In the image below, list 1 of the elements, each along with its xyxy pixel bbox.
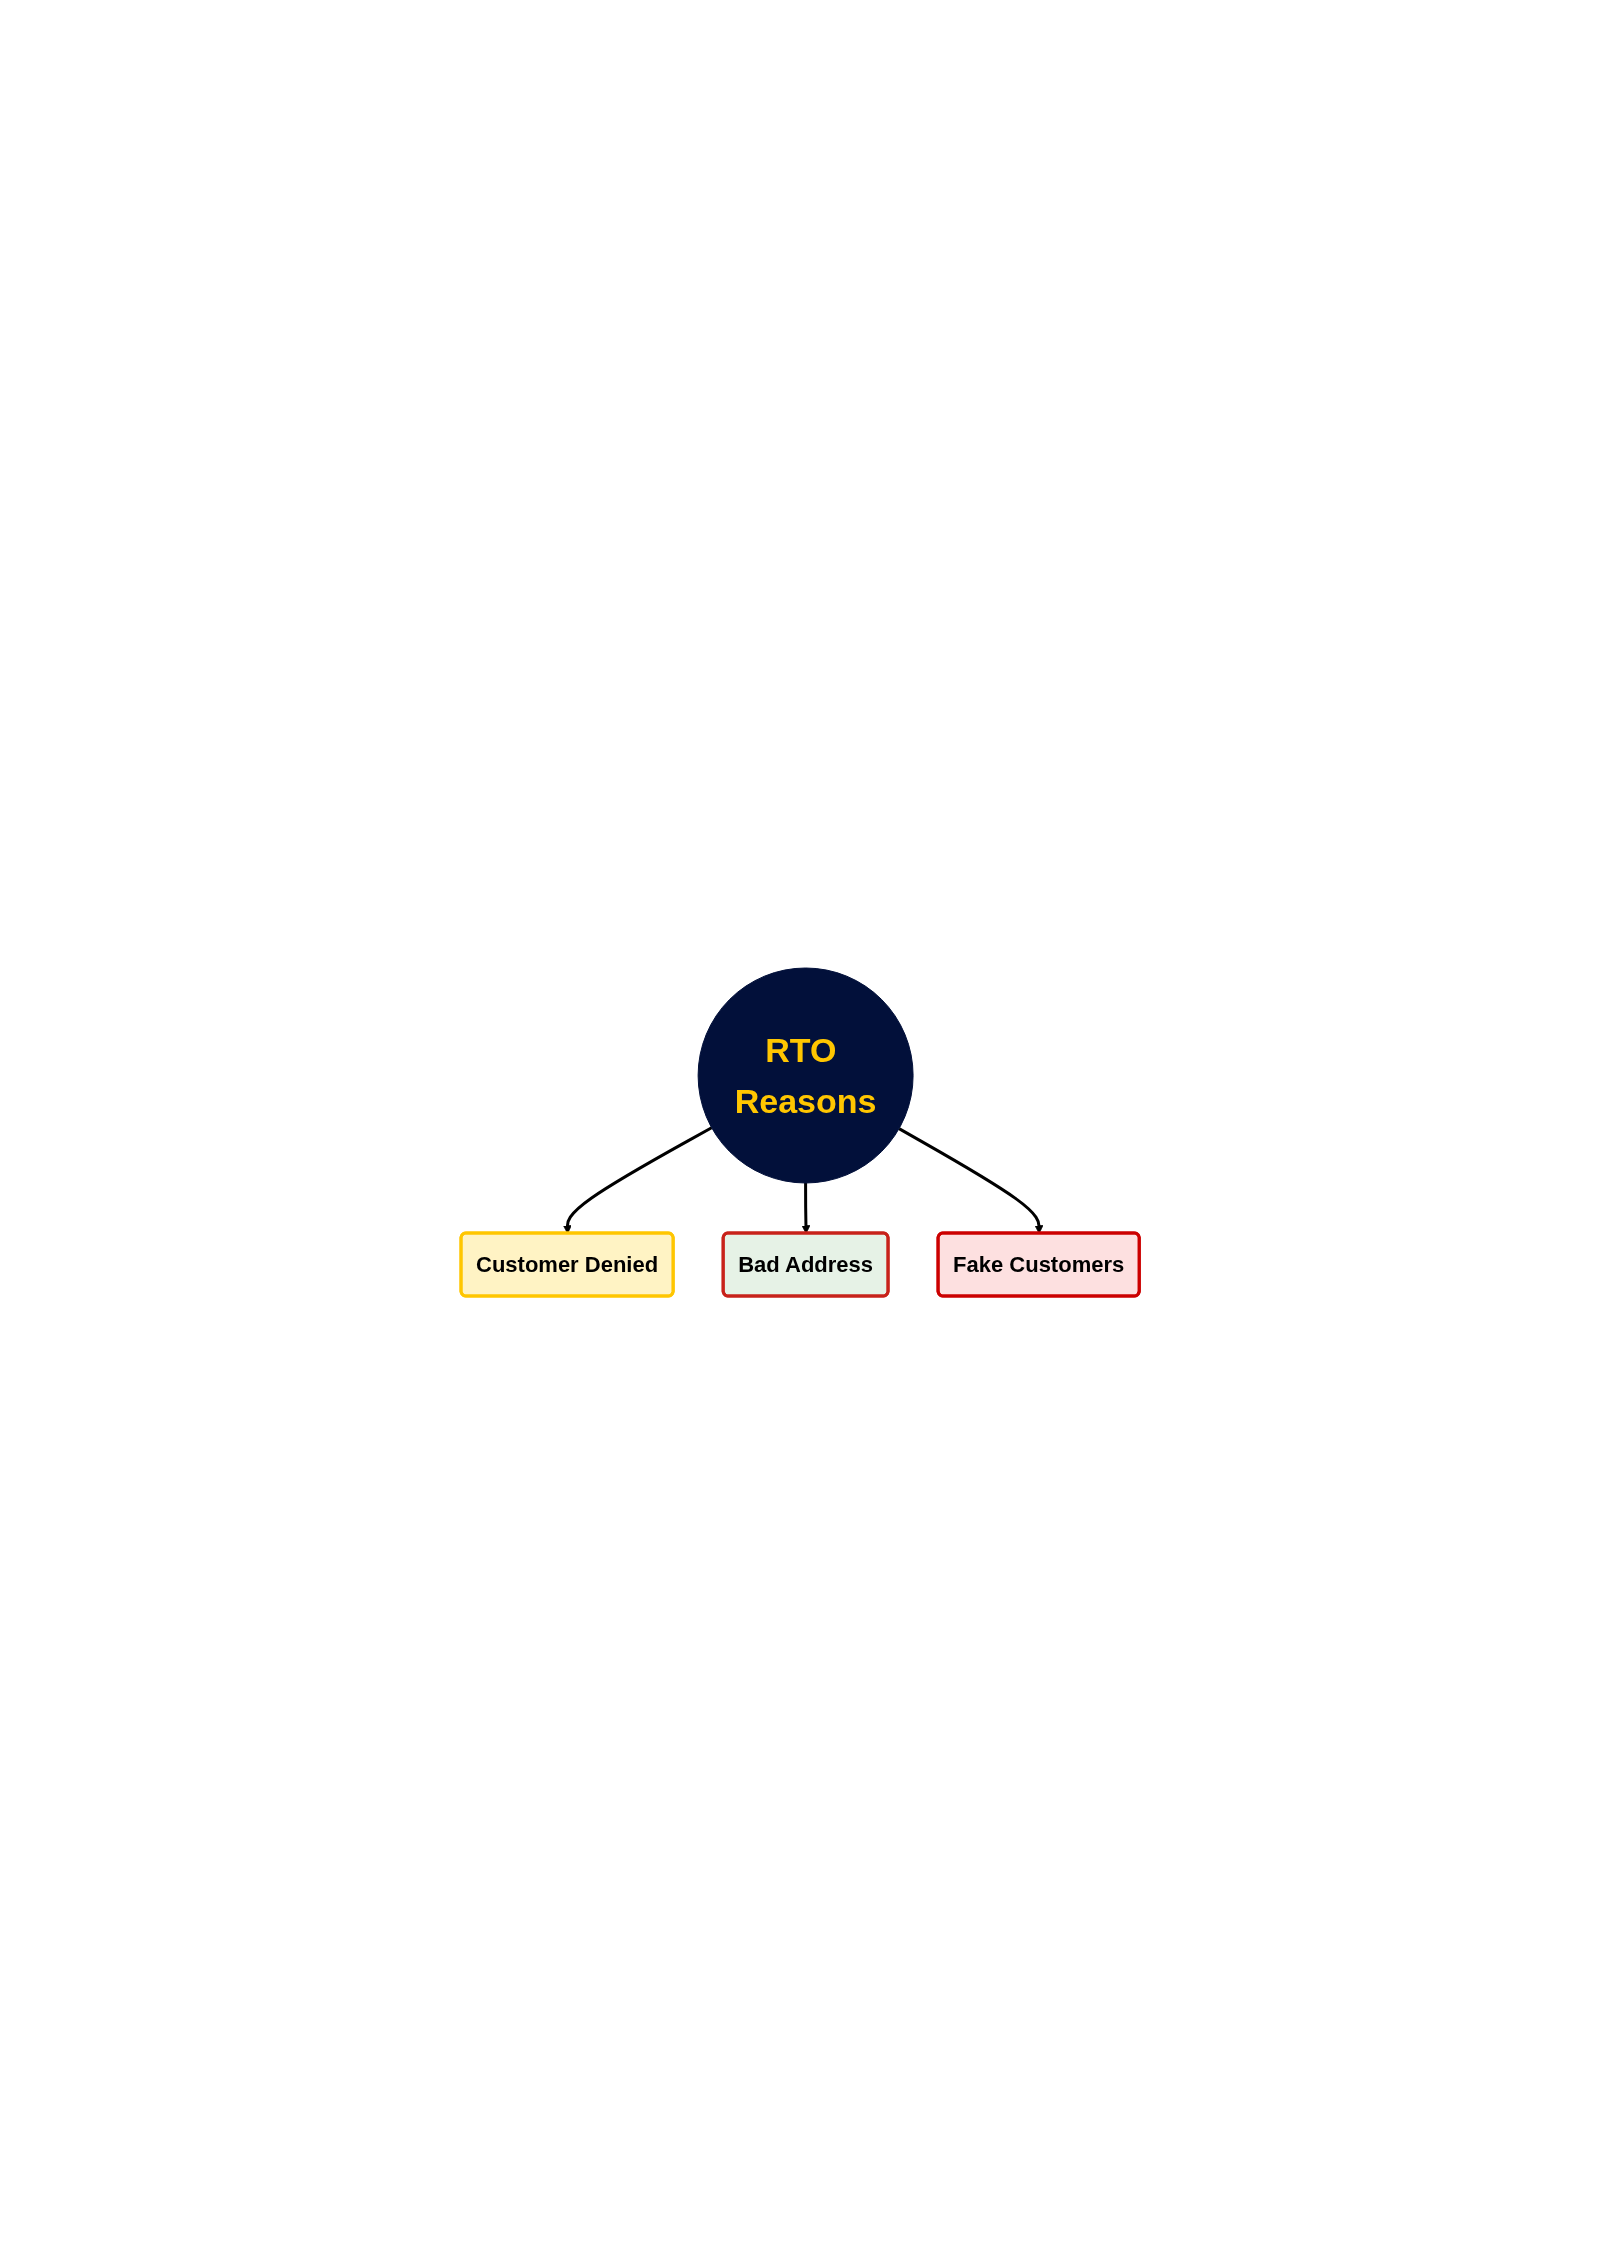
node-circle: RTO Reasons xyxy=(697,967,914,1183)
